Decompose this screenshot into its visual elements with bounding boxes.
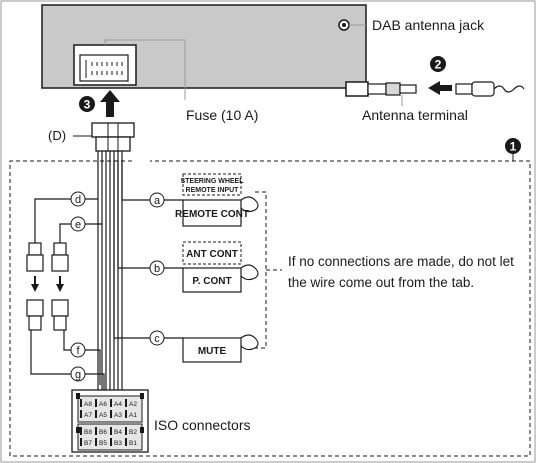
- wire-b: [117, 160, 183, 269]
- iso-pin-label: A4: [114, 401, 122, 408]
- wire-letter-g: g: [70, 366, 86, 382]
- iso-pin-bar: [80, 399, 82, 407]
- iso-pin-label: A5: [99, 412, 107, 419]
- connector-d: [91, 122, 135, 152]
- iso-pin-bar: [110, 410, 112, 418]
- wire-letter-a: a: [149, 192, 165, 208]
- iso-pin-bar: [110, 399, 112, 407]
- iso-pin-label: B6: [99, 429, 107, 436]
- p-cont-box: [182, 267, 242, 293]
- iso-pin-label: A2: [129, 401, 137, 408]
- fuse-label: Fuse (10 A): [186, 107, 258, 123]
- antenna-terminal-label: Antenna terminal: [362, 107, 468, 123]
- svg-text:3: 3: [84, 98, 91, 112]
- iso-pin-bar: [80, 427, 82, 435]
- step-two-badge: 2: [430, 56, 446, 72]
- iso-connectors-label: ISO connectors: [154, 417, 251, 433]
- svg-text:2: 2: [435, 58, 442, 72]
- iso-pin-label: A1: [129, 412, 137, 419]
- iso-pin-bar: [95, 438, 97, 446]
- svg-text:b: b: [154, 263, 160, 275]
- connector-d-label: (D): [48, 128, 66, 143]
- remote-cont-label: REMOTE CONT: [175, 209, 249, 220]
- antenna-plug: [455, 81, 525, 97]
- svg-text:1: 1: [510, 140, 517, 154]
- left-connector-pair-top: [26, 242, 69, 272]
- dab-jack-label: DAB antenna jack: [372, 17, 485, 33]
- iso-pin-label: A3: [114, 412, 122, 419]
- wire-d: [34, 198, 98, 243]
- iso-pin-bar: [125, 438, 127, 446]
- ant-cont-box: [182, 241, 242, 265]
- iso-pin-bar: [80, 410, 82, 418]
- ant-cont-label: ANT CONT: [186, 249, 238, 260]
- iso-pin-label: A7: [84, 412, 92, 419]
- svg-text:f: f: [76, 345, 80, 357]
- p-cont-label: P. CONT: [192, 276, 231, 287]
- left-connector-pair-bottom: [26, 299, 69, 331]
- iso-pin-label: B3: [114, 440, 122, 447]
- iso-pin-label: B1: [129, 440, 137, 447]
- iso-pin-bar: [110, 438, 112, 446]
- iso-pin-bar: [125, 399, 127, 407]
- iso-pin-label: A6: [99, 401, 107, 408]
- arrow-down-icon: [31, 276, 64, 292]
- iso-pin-bar: [125, 427, 127, 435]
- svg-text:g: g: [75, 369, 81, 381]
- wire-letter-f: f: [70, 342, 86, 358]
- iso-pin-bar: [80, 438, 82, 446]
- svg-text:c: c: [154, 333, 160, 345]
- iso-pin-label: B4: [114, 429, 122, 436]
- harness-dashed-enclosure: [9, 160, 531, 457]
- iso-pin-bar: [95, 399, 97, 407]
- wire-tab-loops: [240, 196, 259, 351]
- iso-pin-bar: [125, 410, 127, 418]
- step-one-badge: 1: [505, 138, 521, 154]
- dab-antenna-jack: [338, 19, 350, 31]
- wire-g: [30, 330, 105, 390]
- iso-pin-label: A8: [84, 401, 92, 408]
- iso-pin-label: B2: [129, 429, 137, 436]
- wire-c: [113, 160, 183, 339]
- insert-arrow-icon: [428, 81, 452, 95]
- mute-label: MUTE: [198, 346, 227, 357]
- fuse-pointer: [104, 39, 186, 100]
- iso-pin-bar: [110, 427, 112, 435]
- svg-text:d: d: [75, 194, 81, 206]
- iso-pin-label: B8: [84, 429, 92, 436]
- steering-wheel-box: [182, 173, 242, 196]
- iso-pin-label: B7: [84, 440, 92, 447]
- iso-pin-bar: [95, 427, 97, 435]
- wire-letter-c: c: [149, 330, 165, 346]
- remote-cont-box: [182, 199, 242, 227]
- up-arrow-icon: [100, 90, 120, 117]
- steering-label-2: REMOTE INPUT: [186, 187, 240, 194]
- svg-text:a: a: [154, 195, 161, 207]
- mute-box: [182, 337, 242, 363]
- wire-letter-d: d: [70, 191, 86, 207]
- svg-text:e: e: [75, 219, 81, 231]
- iso-pin-label: B5: [99, 440, 107, 447]
- note-line-1: If no connections are made, do not let: [288, 254, 514, 269]
- step-three-badge: 3: [79, 96, 95, 112]
- wire-letter-b: b: [149, 260, 165, 276]
- note-line-2: the wire come out from the tab.: [288, 275, 474, 290]
- rear-power-connector: [73, 44, 137, 86]
- wire-letter-e: e: [70, 216, 86, 232]
- antenna-socket: [345, 81, 417, 97]
- steering-label-1: STEERING WHEEL: [180, 178, 244, 185]
- iso-pin-bar: [95, 410, 97, 418]
- wire-e: [59, 223, 102, 243]
